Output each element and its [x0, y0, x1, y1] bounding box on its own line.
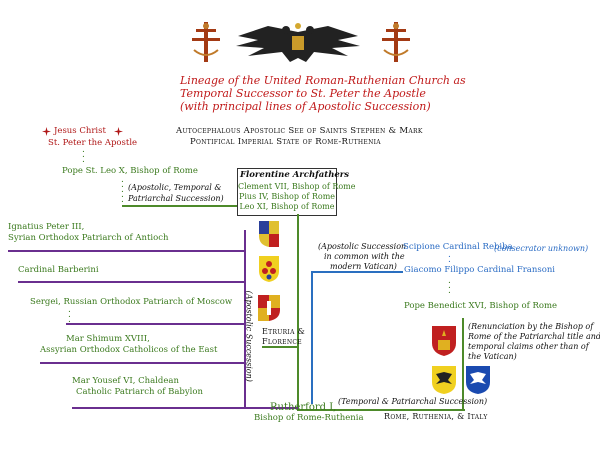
maltese-cross-icon-left	[42, 127, 51, 136]
dots-peter-leo: ...	[82, 145, 85, 165]
blue-to-fransoni	[311, 271, 403, 273]
florentine-leo-xi: Leo XI, Bishop of Rome	[239, 202, 335, 211]
label-florence: Florence	[262, 337, 302, 346]
see-heading: Autocephalous Apostolic See of Saints St…	[176, 126, 423, 136]
coat-of-arms-icon-medici-2	[259, 256, 279, 282]
florence-connector	[262, 346, 298, 348]
label-etruria: Etruria &	[262, 327, 306, 336]
left-ignatius-2: Syrian Orthodox Patriarch of Antioch	[8, 233, 169, 243]
coat-of-arms-icon-eagle-blue	[466, 366, 490, 394]
patriarchal-cross-icon-right	[382, 22, 410, 62]
line-barberini	[18, 281, 246, 283]
rutherford-right-line	[340, 409, 464, 411]
benedict: Pope Benedict XVI, Bishop of Rome	[404, 301, 558, 311]
note-renunciation-3: temporal claims other than of	[468, 342, 589, 351]
note-common-3: modern Vatican)	[330, 262, 397, 271]
purple-to-rutherford	[244, 407, 298, 409]
note-common-1: (Apostolic Succession	[318, 242, 407, 251]
left-sergei: Sergei, Russian Orthodox Patriarch of Mo…	[30, 297, 233, 307]
left-yousef-2: Catholic Patriarch of Babylon	[76, 387, 203, 397]
note-temporal-patriarchal: (Temporal & Patriarchal Succession)	[338, 397, 488, 406]
maltese-cross-icon-right	[114, 127, 123, 136]
note-common-2: in common with the	[324, 252, 405, 261]
double-headed-eagle-icon	[236, 23, 360, 62]
coat-of-arms-icon-papal	[432, 326, 456, 356]
blue-trunk	[311, 272, 313, 404]
left-shimum-1: Mar Shimum XVIII,	[66, 334, 150, 344]
dots-fransoni: ...	[448, 276, 451, 296]
left-ignatius-1: Ignatius Peter III,	[8, 222, 85, 232]
florentine-pius: Pius IV, Bishop of Rome	[238, 192, 336, 201]
note-renunciation-1: (Renunciation by the Bishop of	[468, 322, 594, 331]
note-renunciation-4: the Vatican)	[468, 352, 517, 361]
florentine-trunk	[297, 214, 299, 410]
left-shimum-2: Assyrian Orthodox Catholicos of the East	[40, 345, 218, 355]
dots-sergei: ...	[68, 305, 71, 325]
note-apostolic-temporal-1: (Apostolic, Temporal &	[128, 183, 222, 192]
fransoni: Giacomo Filippo Cardinal Fransoni	[404, 265, 556, 275]
benedict-line	[462, 318, 464, 410]
dots-rebiba: ..	[448, 250, 451, 265]
florentine-archfathers-box: Florentine Archfathers Clement VII, Bish…	[237, 168, 356, 216]
line-yousef	[72, 407, 246, 409]
title-line-1: Lineage of the United Roman-Ruthenian Ch…	[180, 74, 466, 87]
patriarchal-cross-icon-left	[192, 22, 220, 62]
note-apostolic-temporal-2: Patriarchal Succession)	[128, 194, 224, 203]
rebiba: Scipione Cardinal Rebiba	[403, 242, 513, 252]
florentine-heading: Florentine Archfathers	[240, 170, 350, 180]
note-apostolic-vertical: (Apostolic Succession)	[244, 290, 254, 382]
coat-of-arms-icon-eagle-gold	[432, 366, 456, 394]
leo-to-florentine-line	[122, 205, 238, 207]
coat-of-arms-icon-medici-1	[259, 221, 279, 247]
rutherford-name: Rutherford I,	[270, 402, 337, 413]
note-renunciation-2: Rome of the Patriarchal title and	[468, 332, 600, 341]
line-ignatius	[8, 250, 246, 252]
pope-leo-x: Pope St. Leo X, Bishop of Rome	[62, 166, 198, 176]
dots-leo-note: .....	[121, 175, 124, 205]
state-heading: Pontifical Imperial State of Rome-Ruthen…	[190, 137, 381, 147]
rebiba-note: (consecrator unknown)	[494, 244, 589, 253]
jesus-christ: Jesus Christ	[54, 126, 106, 136]
purple-trunk	[244, 230, 246, 408]
left-yousef-1: Mar Yousef VI, Chaldean	[72, 376, 179, 386]
florentine-clement: Clement VII, Bishop of Rome	[238, 182, 356, 191]
st-peter: St. Peter the Apostle	[48, 138, 138, 148]
label-rome-ruthenia-italy: Rome, Ruthenia, & Italy	[384, 412, 488, 421]
left-barberini: Cardinal Barberini	[18, 265, 99, 275]
line-sergei	[66, 323, 246, 325]
title-line-2: Temporal Successor to St. Peter the Apos…	[180, 87, 426, 100]
rutherford-title: Bishop of Rome-Ruthenia	[254, 413, 364, 423]
line-shimum	[40, 362, 246, 364]
coat-of-arms-icon-etruria	[258, 295, 280, 321]
title-line-3: (with principal lines of Apostolic Succe…	[180, 100, 431, 113]
